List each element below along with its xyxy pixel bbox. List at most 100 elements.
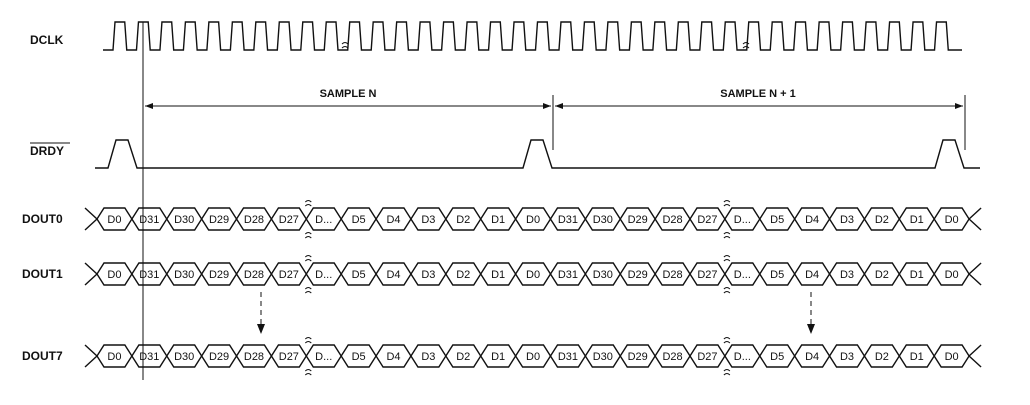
- break-mark: [723, 337, 731, 376]
- bit-cell-label: D27: [697, 269, 717, 281]
- bit-cell-label: D2: [875, 269, 889, 281]
- bit-cell-label: D0: [945, 351, 959, 363]
- bit-cell-label: D4: [386, 351, 400, 363]
- bit-cell-label: D5: [352, 214, 366, 226]
- bit-cell-label: D28: [244, 351, 264, 363]
- break-mark: [341, 42, 349, 49]
- bit-cell-label: D...: [734, 214, 751, 226]
- arrow-head-left: [145, 103, 153, 109]
- bit-cell-label: D...: [315, 351, 332, 363]
- bit-cell-label: D3: [840, 351, 854, 363]
- break-mark: [304, 200, 312, 239]
- bit-cell-label: D29: [209, 214, 229, 226]
- bit-cell-label: D1: [491, 214, 505, 226]
- bit-cell-label: D1: [910, 351, 924, 363]
- sample-n-label: SAMPLE N: [320, 88, 377, 100]
- bit-cell-label: D3: [421, 269, 435, 281]
- sample-n1-label: SAMPLE N + 1: [720, 88, 796, 100]
- bus-lead-in: [84, 344, 99, 368]
- bit-cell-label: D1: [491, 269, 505, 281]
- bit-cell-label: D2: [875, 214, 889, 226]
- bit-cell-label: D3: [421, 214, 435, 226]
- bit-cell: [933, 207, 970, 231]
- bit-cell-label: D...: [734, 351, 751, 363]
- bit-cell-label: D27: [279, 269, 299, 281]
- bit-cell-label: D30: [174, 214, 194, 226]
- bit-cell-label: D2: [456, 351, 470, 363]
- bit-cell-label: D31: [558, 351, 578, 363]
- bit-cell-label: D28: [662, 351, 682, 363]
- bit-cell-label: D29: [628, 351, 648, 363]
- bit-cell-label: D...: [734, 269, 751, 281]
- bus-lead-out: [968, 344, 982, 368]
- bit-cell-label: D5: [770, 351, 784, 363]
- bit-cell-label: D0: [107, 269, 121, 281]
- bit-cell-label: D0: [526, 351, 540, 363]
- bit-cell-label: D29: [209, 351, 229, 363]
- dout1-bus: D0 D31 D30 D29 D28 D27 D... D5 D4 D3 D2 D1 D0 D31 D30 D…: [84, 255, 982, 294]
- bus-lead-in: [84, 207, 99, 231]
- bit-cell-label: D27: [697, 214, 717, 226]
- bit-cell-label: D31: [558, 214, 578, 226]
- bit-cell-label: D29: [209, 269, 229, 281]
- bit-cell-label: D0: [526, 269, 540, 281]
- bit-cell-label: D0: [107, 214, 121, 226]
- dclk-waveform: [103, 21, 962, 51]
- arrow-head-right: [543, 103, 551, 109]
- bit-cell-label: D31: [558, 269, 578, 281]
- bit-cell: [933, 262, 970, 286]
- bit-cell-label: D30: [593, 269, 613, 281]
- bit-cell-label: D30: [174, 351, 194, 363]
- bit-cell-label: D1: [910, 269, 924, 281]
- bit-cell-label: D4: [805, 351, 819, 363]
- bit-cell-label: D...: [315, 269, 332, 281]
- clock-break-marks: [341, 42, 750, 49]
- bus-lead-out: [968, 262, 982, 286]
- bit-cell-label: D28: [662, 269, 682, 281]
- bit-cell-label: D4: [805, 269, 819, 281]
- bit-cell-label: D4: [386, 214, 400, 226]
- break-mark: [304, 337, 312, 376]
- dout-continuation-arrow-right: [807, 292, 815, 334]
- bit-cell-label: D...: [315, 214, 332, 226]
- bit-cell-label: D27: [697, 351, 717, 363]
- bit-cell: [933, 344, 970, 368]
- break-mark: [304, 255, 312, 294]
- break-mark: [723, 255, 731, 294]
- dout1-label: DOUT1: [22, 267, 63, 281]
- bit-cell-label: D28: [244, 269, 264, 281]
- bit-cell-label: D28: [244, 214, 264, 226]
- bit-cell-label: D4: [805, 214, 819, 226]
- bit-cell-label: D3: [421, 351, 435, 363]
- bit-cell-label: D5: [770, 269, 784, 281]
- dclk-label: DCLK: [30, 33, 64, 47]
- bit-cell-label: D0: [526, 214, 540, 226]
- bit-cell-label: D29: [628, 269, 648, 281]
- bit-cell-label: D31: [139, 269, 159, 281]
- break-mark: [742, 42, 750, 49]
- bit-cell-label: D0: [107, 351, 121, 363]
- bus-lead-out: [968, 207, 982, 231]
- dout0-label: DOUT0: [22, 212, 63, 226]
- bit-cell-label: D1: [910, 214, 924, 226]
- bit-cell-label: D31: [139, 351, 159, 363]
- dout0-bus: D0 D31 D30 D29 D28 D27 D... D5 D4 D3 D2 D1 D0 D31 D30 D…: [84, 200, 982, 239]
- break-mark: [723, 200, 731, 239]
- bus-lead-in: [84, 262, 99, 286]
- bit-cell-label: D31: [139, 214, 159, 226]
- dout-continuation-arrow-left: [257, 292, 265, 334]
- bit-cell-label: D3: [840, 269, 854, 281]
- bit-cell-label: D5: [352, 269, 366, 281]
- bit-cell-label: D3: [840, 214, 854, 226]
- bit-cell-label: D30: [593, 351, 613, 363]
- bit-cell-label: D5: [352, 351, 366, 363]
- sample-n1-span: SAMPLE N + 1: [555, 88, 963, 109]
- bit-cell-label: D30: [593, 214, 613, 226]
- bit-cell-label: D2: [456, 214, 470, 226]
- bit-cell-label: D0: [945, 269, 959, 281]
- bit-cell-label: D30: [174, 269, 194, 281]
- bit-cell-label: D4: [386, 269, 400, 281]
- bit-cell-label: D5: [770, 214, 784, 226]
- bit-cell-label: D28: [662, 214, 682, 226]
